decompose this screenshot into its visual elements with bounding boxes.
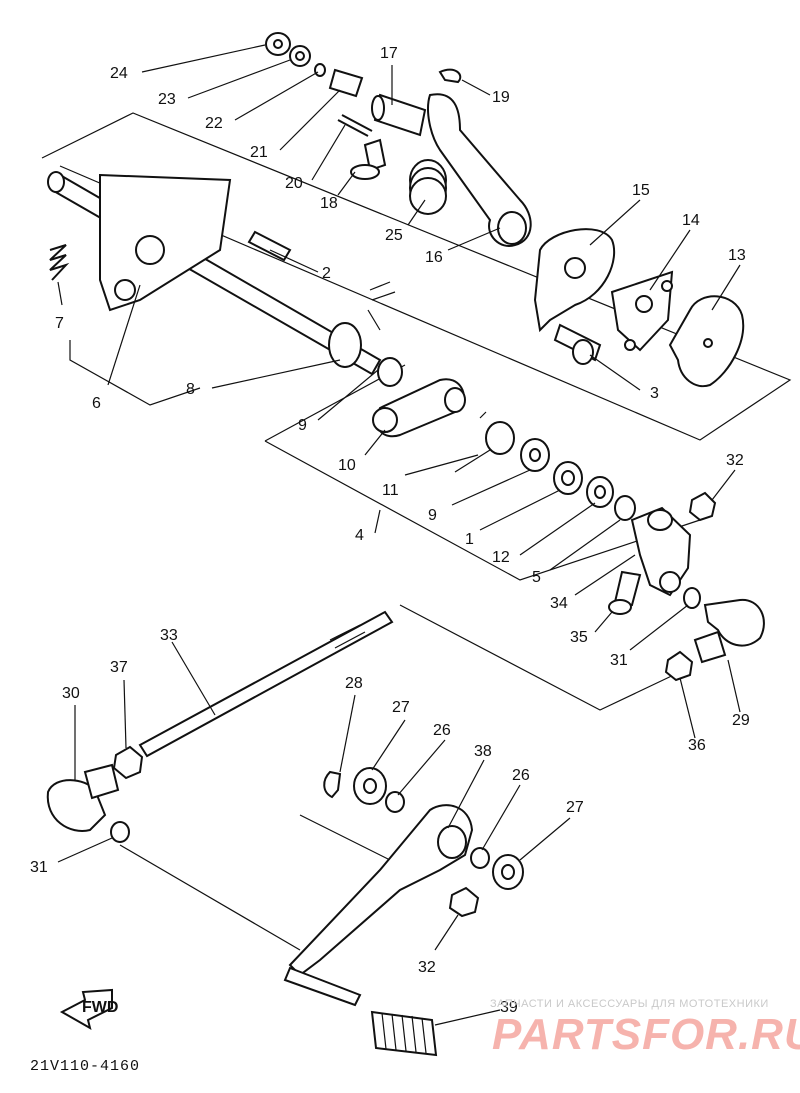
joint-17 xyxy=(371,93,427,137)
ring-5 xyxy=(614,495,636,521)
callout-3: 3 xyxy=(650,385,659,402)
callout-26a: 26 xyxy=(433,722,451,739)
fwd-arrow: FWD xyxy=(59,988,118,1031)
callout-39: 39 xyxy=(500,999,518,1016)
spring-11 xyxy=(454,411,515,473)
rod-end-29 xyxy=(693,598,765,664)
cotter-pin-20 xyxy=(337,114,373,137)
callout-18: 18 xyxy=(320,195,338,212)
nut-36 xyxy=(664,650,694,682)
washer-27-left xyxy=(353,767,387,805)
washer-23 xyxy=(289,45,311,67)
callout-32b: 32 xyxy=(418,959,436,976)
circlip-28 xyxy=(323,770,342,799)
callouts: 24 23 22 21 20 18 17 19 25 16 15 14 13 2… xyxy=(30,45,750,1016)
oring-26-left xyxy=(385,791,405,813)
callout-31a: 31 xyxy=(610,652,628,669)
lever-16 xyxy=(427,93,532,247)
pin-18 xyxy=(350,138,387,180)
callout-19: 19 xyxy=(492,89,510,106)
watermark-caption: ЗАПЧАСТИ И АКСЕССУАРЫ ДЛЯ МОТОТЕХНИКИ xyxy=(490,998,769,1010)
leader-lines xyxy=(57,44,741,1026)
callout-4: 4 xyxy=(355,527,364,544)
callout-35: 35 xyxy=(570,629,588,646)
callout-30: 30 xyxy=(62,685,80,702)
rod-frame xyxy=(119,604,681,951)
washer-27-right xyxy=(492,854,524,890)
callout-33: 33 xyxy=(160,627,178,644)
callout-36: 36 xyxy=(688,737,706,754)
rod-end-30 xyxy=(46,763,120,832)
callout-10: 10 xyxy=(338,457,356,474)
callout-21: 21 xyxy=(250,144,268,161)
bolt-35 xyxy=(608,570,642,615)
shift-rod-33 xyxy=(138,610,394,758)
callout-37: 37 xyxy=(110,659,128,676)
plate-14 xyxy=(610,270,674,352)
callout-31b: 31 xyxy=(30,859,48,876)
callout-32a: 32 xyxy=(726,452,744,469)
oring-26-right xyxy=(470,847,490,869)
pin-2 xyxy=(247,230,292,262)
nut-37 xyxy=(112,745,144,780)
washer-9 xyxy=(520,438,550,472)
spring-7 xyxy=(49,244,70,281)
callout-7: 7 xyxy=(55,315,64,332)
assembly-frame-lower xyxy=(264,364,701,581)
collar-1 xyxy=(553,461,583,495)
washer-12 xyxy=(586,476,614,508)
callout-34: 34 xyxy=(550,595,568,612)
watermark-logo: PARTSFOR.RU xyxy=(492,1010,800,1059)
callout-9a: 9 xyxy=(298,417,307,434)
fwd-label: FWD xyxy=(82,999,118,1016)
callout-28: 28 xyxy=(345,675,363,692)
callout-24: 24 xyxy=(110,65,128,82)
callout-8: 8 xyxy=(186,381,195,398)
callout-6: 6 xyxy=(92,395,101,412)
callout-25: 25 xyxy=(385,227,403,244)
callout-22: 22 xyxy=(205,115,223,132)
callout-26b: 26 xyxy=(512,767,530,784)
callout-16: 16 xyxy=(425,249,443,266)
callout-14: 14 xyxy=(682,212,700,229)
bolt-21 xyxy=(328,68,364,98)
callout-29: 29 xyxy=(732,712,750,729)
cam-13 xyxy=(668,295,745,388)
callout-11: 11 xyxy=(382,482,399,499)
clip-19 xyxy=(438,68,462,84)
washer-24 xyxy=(265,32,291,56)
callout-23: 23 xyxy=(158,91,176,108)
washer-31-right xyxy=(683,587,701,609)
callout-1: 1 xyxy=(465,531,474,548)
callout-20: 20 xyxy=(285,175,303,192)
callout-2: 2 xyxy=(322,265,331,282)
nut-32-top xyxy=(688,491,717,522)
lever-34 xyxy=(630,506,692,597)
drawing-code: 21V110-4160 xyxy=(30,1058,141,1075)
callout-15: 15 xyxy=(632,182,650,199)
callout-5: 5 xyxy=(532,569,541,586)
callout-27b: 27 xyxy=(566,799,584,816)
arm-10 xyxy=(372,378,466,438)
bolt-3 xyxy=(553,323,602,365)
nut-32-bottom xyxy=(448,886,480,918)
shift-shaft xyxy=(47,171,403,387)
washer-31-left xyxy=(110,821,130,843)
assembly-frame-upper xyxy=(41,112,792,441)
plate-15 xyxy=(533,228,616,333)
ring-22 xyxy=(314,63,326,77)
pedal-38 xyxy=(283,804,474,1007)
spring-25 xyxy=(409,159,447,215)
callout-9b: 9 xyxy=(428,507,437,524)
callout-27a: 27 xyxy=(392,699,410,716)
callout-13: 13 xyxy=(728,247,746,264)
callout-38: 38 xyxy=(474,743,492,760)
callout-12: 12 xyxy=(492,549,510,566)
callout-17: 17 xyxy=(380,45,398,62)
footpeg-rubber-39 xyxy=(370,1010,438,1057)
